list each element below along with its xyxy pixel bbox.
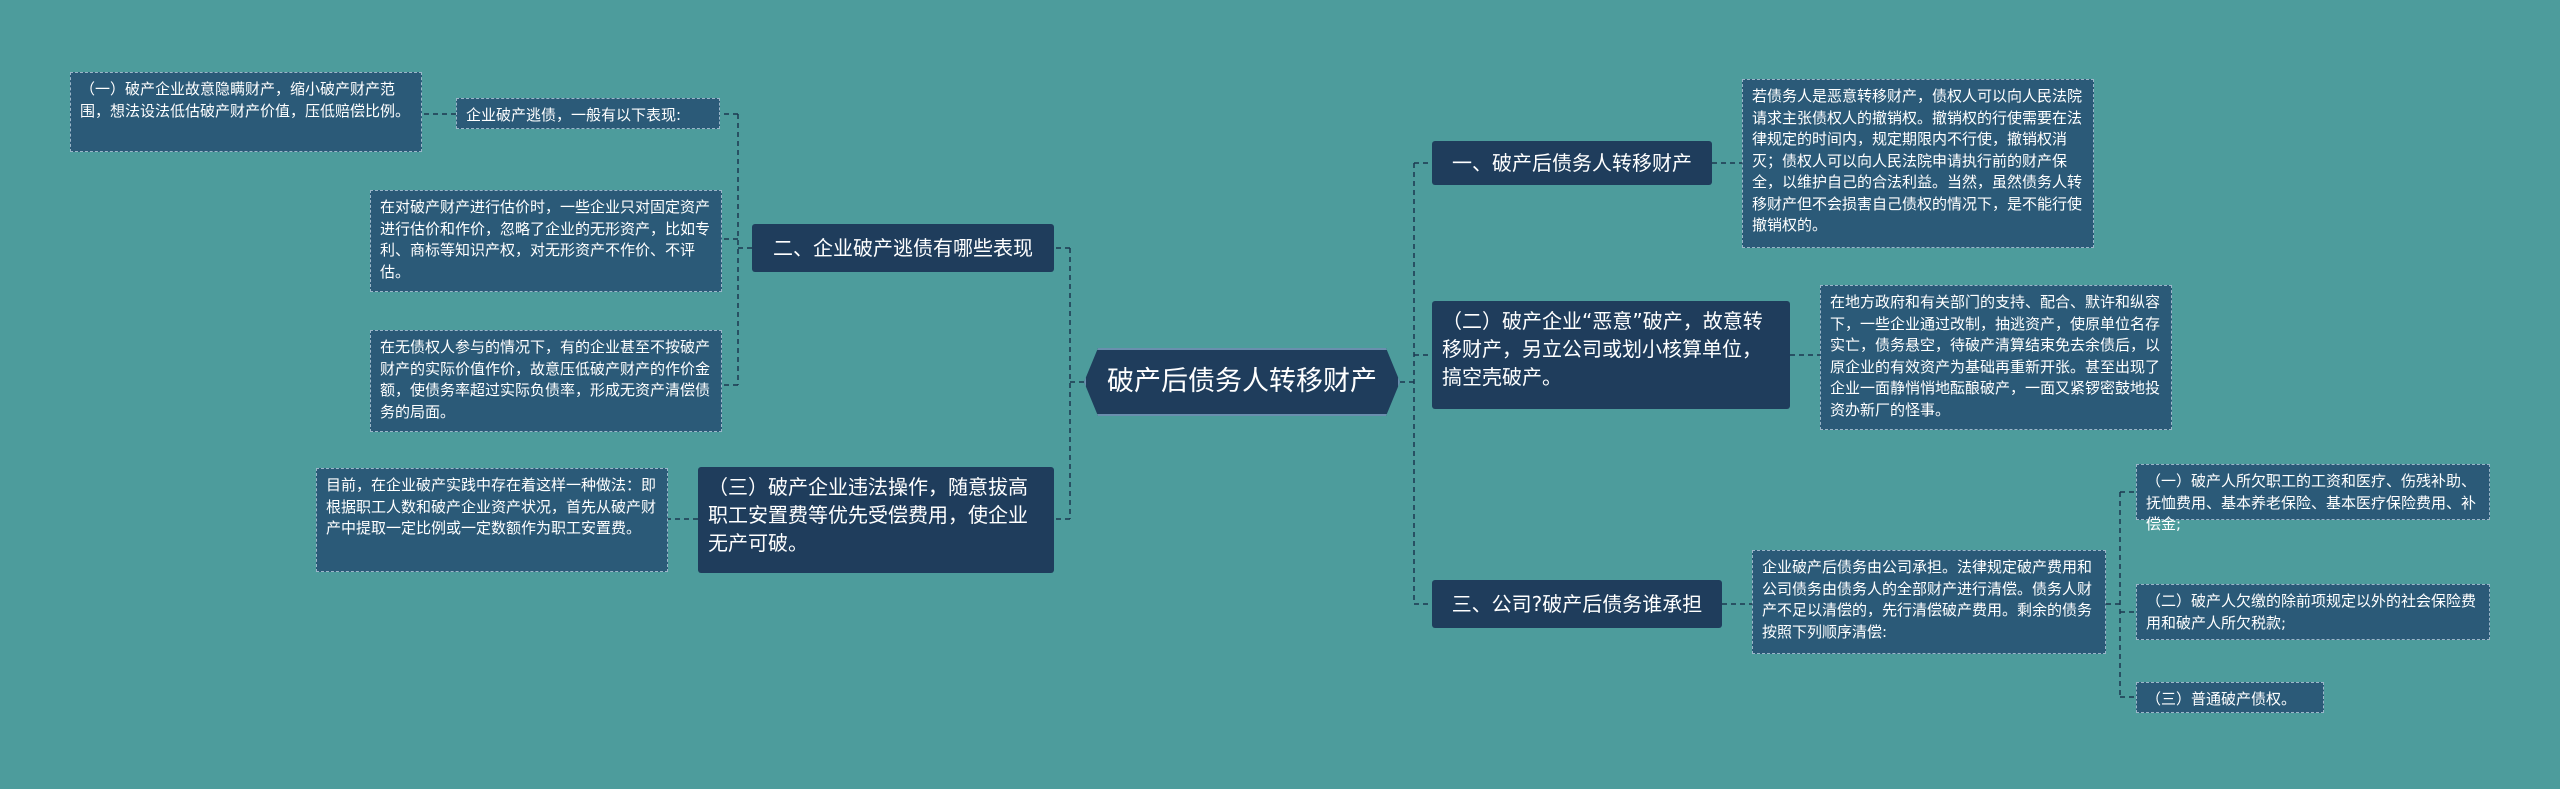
branch-malicious-bankruptcy[interactable]: （二）破产企业“恶意”破产，故意转移财产，另立公司或划小核算单位，搞空壳破产。 — [1432, 301, 1790, 409]
root-topic[interactable]: 破产后债务人转移财产 — [1084, 348, 1400, 416]
detail-ordinary-claims[interactable]: （三）普通破产债权。 — [2136, 682, 2324, 713]
detail-intangible-assets[interactable]: 在对破产财产进行估价时，一些企业只对固定资产进行估价和作价，忽略了企业的无形资产… — [370, 190, 722, 292]
detail-worker-settlement[interactable]: 目前，在企业破产实践中存在着这样一种做法：即根据职工人数和破产企业资产状况，首先… — [316, 468, 668, 572]
branch-evasion-forms[interactable]: 二、企业破产逃债有哪些表现 — [752, 224, 1054, 272]
detail-priority-taxes[interactable]: （二）破产人欠缴的除前项规定以外的社会保险费用和破产人所欠税款; — [2136, 584, 2490, 640]
branch-transfer-assets[interactable]: 一、破产后债务人转移财产 — [1432, 141, 1712, 185]
detail-revocation-right[interactable]: 若债务人是恶意转移财产，债权人可以向人民法院请求主张债权人的撤销权。撤销权的行使… — [1742, 79, 2094, 248]
detail-priority-wages[interactable]: （一）破产人所欠职工的工资和医疗、伤残补助、抚恤费用、基本养老保险、基本医疗保险… — [2136, 464, 2490, 533]
branch-illegal-operation[interactable]: （三）破产企业违法操作，随意拔高职工安置费等优先受偿费用，使企业无产可破。 — [698, 467, 1054, 573]
detail-undervaluation[interactable]: 在无债权人参与的情况下，有的企业甚至不按破产财产的实际价值作价，故意压低破产财产… — [370, 330, 722, 432]
detail-debt-order[interactable]: 企业破产后债务由公司承担。法律规定破产费用和公司债务由债务人的全部财产进行清偿。… — [1752, 550, 2106, 654]
detail-hidden-assets[interactable]: （一）破产企业故意隐瞒财产，缩小破产财产范围，想法设法低估破产财产价值，压低赔偿… — [70, 72, 422, 152]
branch-debt-bearer[interactable]: 三、公司?破产后债务谁承担 — [1432, 580, 1722, 628]
detail-evasion-intro[interactable]: 企业破产逃债，一般有以下表现: — [456, 98, 720, 129]
detail-malicious-bankruptcy[interactable]: 在地方政府和有关部门的支持、配合、默许和纵容下，一些企业通过改制，抽逃资产，使原… — [1820, 285, 2172, 430]
